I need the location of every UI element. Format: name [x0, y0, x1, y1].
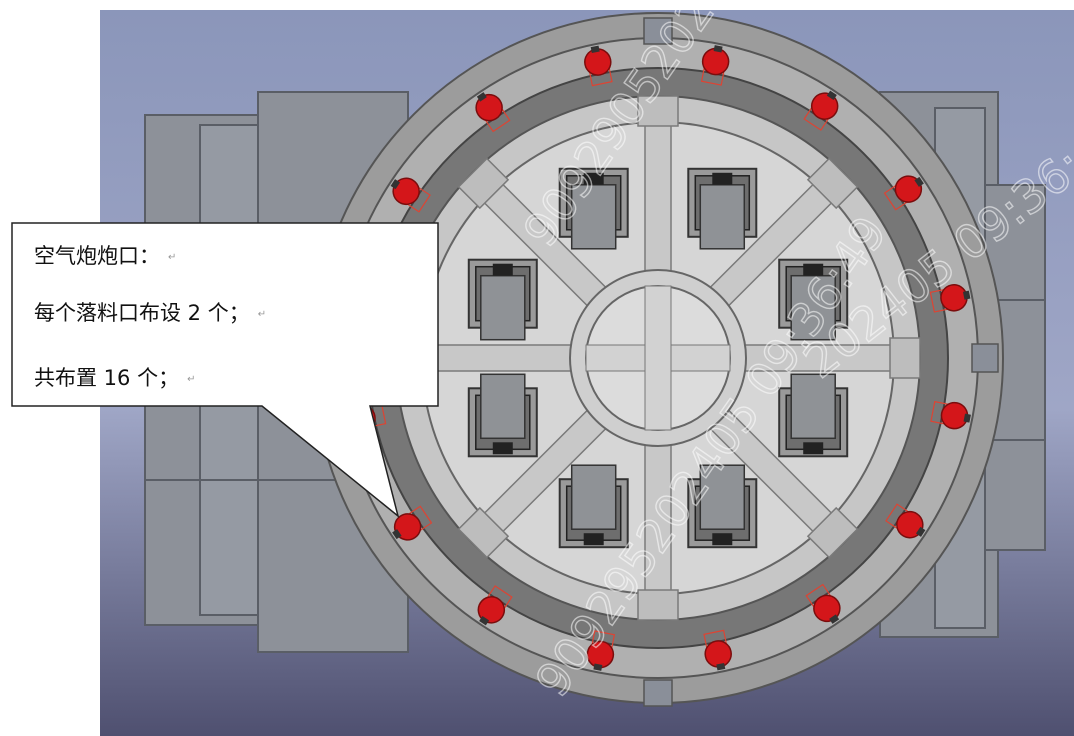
air-cannon: [700, 45, 730, 86]
chute: [558, 464, 629, 549]
air-cannon: [885, 503, 926, 539]
cannon-valve: [476, 92, 487, 102]
feeder-box: [570, 184, 617, 250]
hub-cross-v: [644, 285, 672, 431]
cannon-valve: [716, 662, 726, 671]
cannon-valve: [914, 176, 924, 187]
cannon-valve: [915, 526, 926, 537]
beam-bracket: [806, 157, 859, 210]
chute: [778, 373, 849, 458]
feeder-box: [570, 464, 617, 530]
feeder-motor: [712, 172, 733, 185]
feeder-motor: [492, 263, 513, 276]
air-cannon: [930, 400, 971, 430]
feeder-box: [480, 373, 526, 440]
feeder-motor: [583, 533, 604, 546]
feeder-box: [790, 274, 836, 341]
air-cannon: [584, 45, 613, 87]
feeder-motor: [583, 172, 604, 185]
callout-line-2: 每个落料口布设 2 个；↵: [34, 301, 267, 325]
air-cannon: [803, 90, 839, 131]
cannon-valve: [713, 45, 723, 53]
chute: [467, 373, 538, 458]
air-cannon: [929, 284, 971, 313]
beam-bracket: [457, 506, 510, 559]
cannon-valve: [593, 663, 603, 671]
chute: [467, 258, 538, 341]
cannon-valve: [479, 615, 490, 626]
air-cannon: [586, 630, 616, 671]
cannon-valve: [390, 179, 401, 190]
beam-bracket: [637, 589, 679, 621]
beam-bracket: [889, 337, 921, 379]
cannon-valve: [829, 614, 840, 624]
air-cannon: [805, 583, 841, 624]
cannon-valve: [826, 90, 837, 101]
feeder-motor: [712, 533, 733, 546]
air-cannon: [392, 505, 433, 541]
cannon-valve: [392, 529, 402, 540]
cannon-valve: [590, 45, 600, 54]
feeder-motor: [803, 442, 824, 455]
cannon-valve: [963, 413, 971, 423]
feeder-motor: [492, 442, 513, 455]
beam-bracket: [457, 157, 510, 210]
air-cannon: [477, 585, 513, 626]
chute: [778, 258, 849, 341]
feeder-box: [699, 464, 746, 530]
feeder-motor: [803, 263, 824, 276]
chute: [687, 167, 758, 250]
air-cannon: [883, 175, 924, 211]
beam-bracket: [806, 506, 859, 559]
callout-line-1: 空气炮炮口：↵: [34, 244, 177, 268]
chutes: [467, 167, 849, 549]
chute: [558, 167, 629, 250]
cannon-valve: [962, 290, 971, 300]
feeder-box: [480, 274, 526, 341]
air-cannon: [475, 92, 511, 133]
beam-bracket: [637, 95, 679, 127]
callout-line-3: 共布置 16 个；↵: [34, 366, 196, 390]
feeder-box: [790, 373, 836, 440]
chute: [687, 464, 758, 549]
callout-balloon: [11, 222, 439, 519]
feeder-box: [699, 184, 746, 250]
air-cannon: [703, 629, 732, 671]
air-cannon: [390, 177, 431, 213]
